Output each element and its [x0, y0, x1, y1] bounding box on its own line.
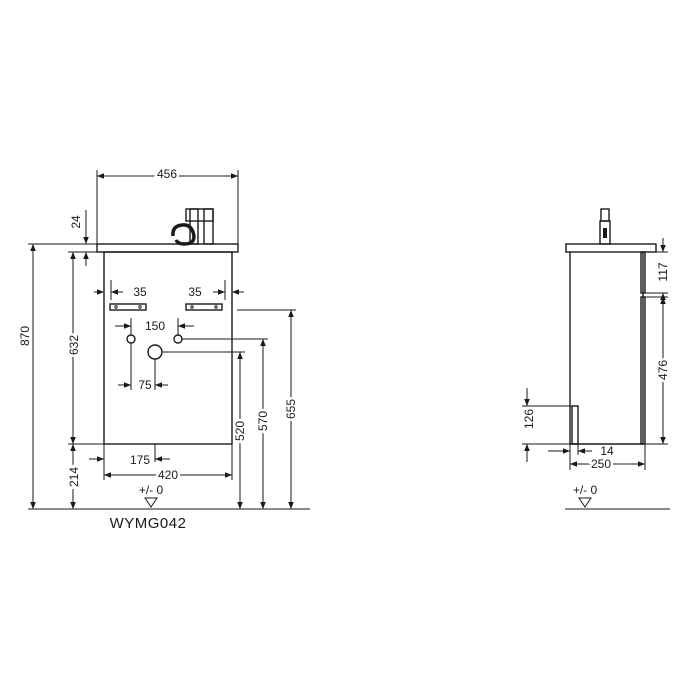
dim-supply-height: 570 [256, 411, 270, 431]
floor-level-label: +/- 0 [139, 483, 164, 497]
dim-waste-height: 520 [233, 421, 247, 441]
floor-level-icon [144, 497, 158, 508]
model-code: WYMG042 [110, 515, 187, 532]
dim-waste-to-left: 175 [130, 453, 150, 467]
basin-top [96, 243, 239, 253]
dim-waste-offset: 75 [138, 378, 152, 392]
side-floor-level-label: +/- 0 [573, 483, 598, 497]
dim-top-drawer-height: 117 [656, 262, 670, 281]
dim-bracket-left-offset: 35 [133, 285, 147, 299]
waste-outlet [147, 344, 163, 360]
front-view: 456 24 870 632 214 35 35 150 [16, 165, 310, 532]
dim-depth: 250 [591, 457, 611, 471]
side-plinth [571, 405, 579, 445]
dim-top-thickness: 24 [69, 215, 83, 229]
dim-plinth-height: 214 [67, 467, 81, 487]
dim-overall-width: 456 [157, 167, 177, 181]
cabinet-body [103, 251, 233, 445]
side-door-front [640, 296, 646, 445]
dim-cabinet-width: 420 [158, 468, 178, 482]
wall-bracket-left [109, 303, 147, 311]
wall-bracket-right [185, 303, 223, 311]
side-view: 117 476 126 14 250 +/- 0 [522, 208, 673, 510]
dim-kick-height: 126 [522, 409, 536, 429]
side-cabinet [569, 252, 644, 445]
dim-bracket-spacing: 150 [145, 319, 165, 333]
supply-hole-right [173, 334, 183, 344]
side-top [565, 243, 657, 253]
side-drawer-front [640, 251, 646, 294]
dim-gap: 14 [600, 444, 614, 458]
dim-door-height: 476 [656, 360, 670, 380]
dim-cabinet-height: 632 [67, 335, 81, 355]
dim-bracket-height: 655 [284, 399, 298, 419]
dim-overall-height: 870 [18, 326, 32, 346]
dim-bracket-right-offset: 35 [188, 285, 202, 299]
side-floor-level-icon [578, 497, 592, 508]
tap-icon [171, 208, 214, 246]
supply-hole-left [126, 334, 136, 344]
tap-side-icon [599, 208, 611, 245]
